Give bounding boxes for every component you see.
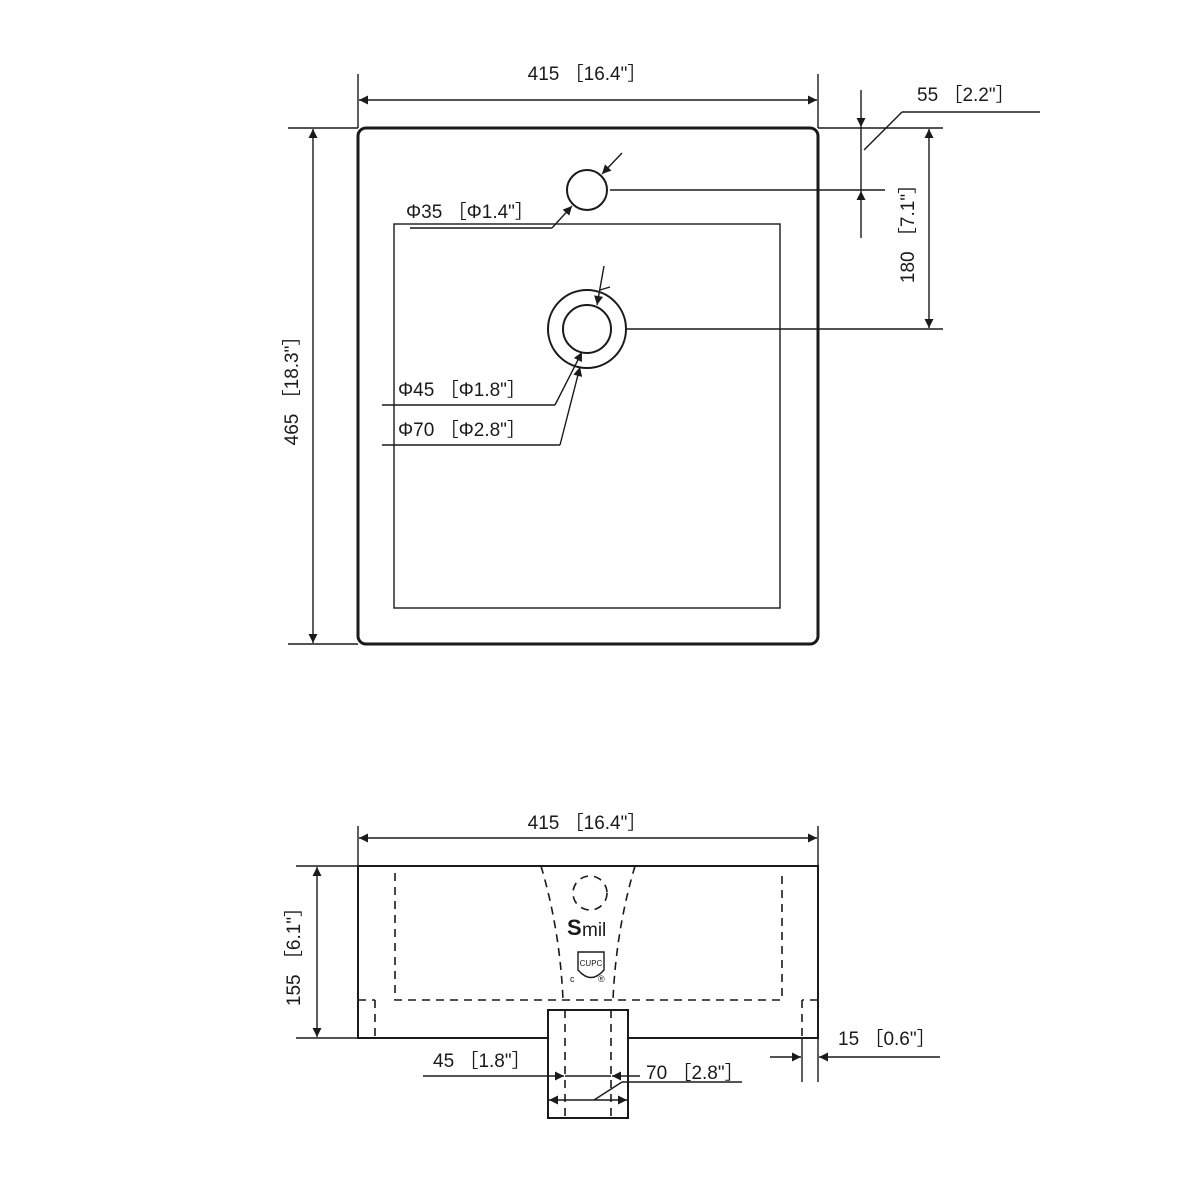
top-width-imperial: 16.4" (584, 64, 628, 85)
drain-outer-ring (547, 289, 627, 369)
top-view: 415 ［16.4"］ 465 ［18.3"］ 55 ［2.2"］ 180 ［7… (281, 63, 1040, 646)
cupc-cert-mark: CUPC c ® (570, 951, 605, 984)
svg-text:70 ［2.8"］: 70 ［2.8"］ (646, 1062, 744, 1084)
faucet-offset-value: 55 (917, 85, 938, 106)
svg-text:c: c (570, 974, 575, 984)
front-width-value: 415 (528, 813, 560, 834)
faucet-offset-imperial: 2.2" (962, 85, 995, 106)
front-drain-tail (547, 1009, 629, 1119)
drain-outer-diameter-value: Φ70 (398, 420, 434, 441)
drain-inner-diameter-value: Φ45 (398, 380, 434, 401)
svg-text:Φ45 ［Φ1.8"］: Φ45 ［Φ1.8"］ (398, 379, 526, 401)
top-depth-value: 465 (282, 414, 303, 446)
faucet-hole (566, 169, 608, 211)
svg-text:465 ［18.3"］: 465 ［18.3"］ (281, 327, 303, 446)
drain-offset-imperial: 7.1" (898, 194, 919, 227)
drain-offset-value: 180 (898, 251, 919, 283)
svg-text:Φ35 ［Φ1.4"］: Φ35 ［Φ1.4"］ (406, 201, 534, 223)
brand-logo: S mil (567, 915, 606, 941)
svg-text:55 ［2.2"］: 55 ［2.2"］ (917, 84, 1015, 106)
front-hidden-faucet-hole (572, 875, 608, 911)
front-height-imperial: 6.1" (284, 917, 305, 950)
drain-outer-width-imperial: 2.8" (691, 1063, 724, 1084)
drain-inner-diameter-imperial: Φ1.8" (459, 380, 507, 401)
faucet-diameter-imperial: Φ1.4" (467, 202, 515, 223)
svg-text:45 ［1.8"］: 45 ［1.8"］ (433, 1050, 531, 1072)
svg-text:15 ［0.6"］: 15 ［0.6"］ (838, 1028, 936, 1050)
svg-text:415 ［16.4"］: 415 ［16.4"］ (528, 812, 647, 834)
front-view: S mil CUPC c ® 415 ［16.4"］ 155 ［6.1"］ (283, 812, 940, 1119)
drain-outer-diameter-imperial: Φ2.8" (459, 420, 507, 441)
drain-inner-width-imperial: 1.8" (478, 1051, 511, 1072)
svg-text:®: ® (598, 974, 605, 984)
wall-thickness-value: 15 (838, 1029, 859, 1050)
drain-inner-ring (562, 304, 612, 354)
svg-text:155 ［6.1"］: 155 ［6.1"］ (283, 898, 305, 1006)
svg-text:415 ［16.4"］: 415 ［16.4"］ (528, 63, 647, 85)
drain-outer-width-value: 70 (646, 1063, 667, 1084)
front-height-value: 155 (284, 974, 305, 1006)
svg-text:S: S (567, 915, 582, 940)
top-width-value: 415 (528, 64, 560, 85)
front-body-outline (357, 865, 819, 1039)
drain-inner-width-value: 45 (433, 1051, 454, 1072)
basin-inner-outline (393, 223, 781, 609)
svg-text:180 ［7.1"］: 180 ［7.1"］ (897, 175, 919, 283)
wall-thickness-imperial: 0.6" (883, 1029, 916, 1050)
front-hidden-basin (394, 873, 783, 1001)
svg-text:CUPC: CUPC (580, 959, 603, 968)
basin-outer-outline (356, 126, 820, 646)
svg-text:Φ70 ［Φ2.8"］: Φ70 ［Φ2.8"］ (398, 419, 526, 441)
logo-text: mil (582, 920, 606, 941)
front-width-imperial: 16.4" (584, 813, 628, 834)
top-depth-imperial: 18.3" (282, 346, 303, 390)
faucet-diameter-value: Φ35 (406, 202, 442, 223)
